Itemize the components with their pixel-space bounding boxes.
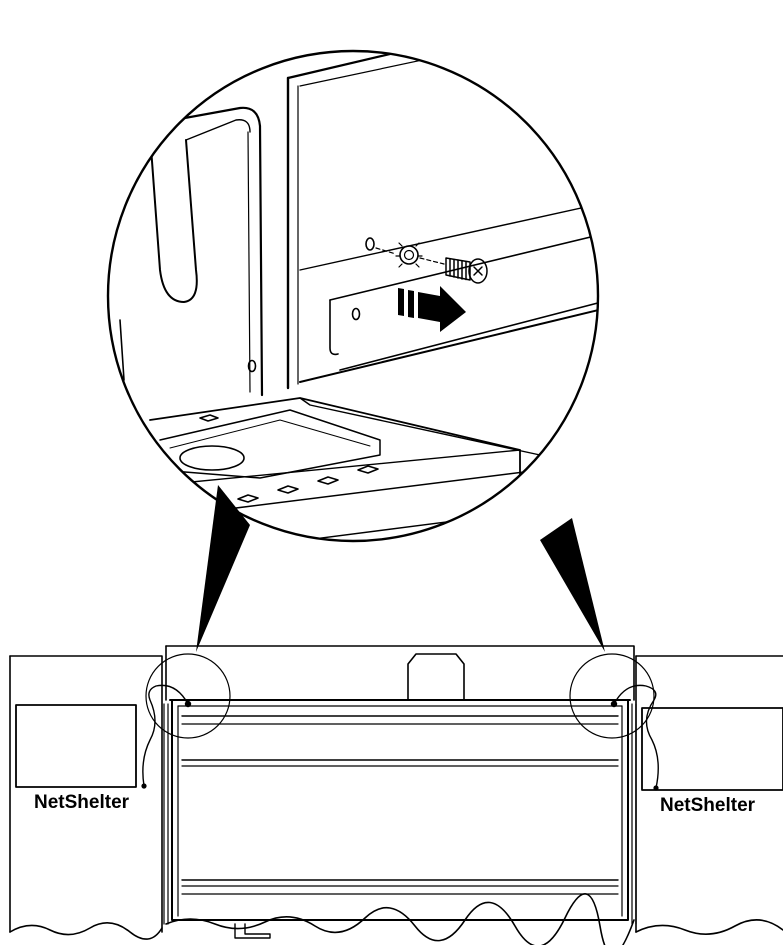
left-rack-label: NetShelter: [34, 792, 130, 813]
leader-lines: [141, 684, 659, 791]
left-rack: [9, 655, 163, 933]
right-callout-wedge: [540, 518, 605, 652]
break-line-center: [165, 893, 635, 950]
foot-bracket: [234, 923, 271, 939]
direction-arrow-icon: [398, 286, 466, 332]
left-callout-wedge: [196, 485, 250, 652]
break-line-right: [635, 919, 783, 935]
right-rack-panel: [641, 707, 783, 791]
screw-icon: [445, 257, 488, 284]
rack-assembly: [9, 645, 783, 950]
magnified-detail: [119, 51, 598, 541]
right-rack-label: NetShelter: [660, 795, 756, 816]
break-line-left: [9, 922, 163, 940]
left-rack-panel: [15, 704, 137, 788]
magnified-circle: [106, 49, 600, 543]
top-handle: [407, 653, 465, 701]
left-detail-circle: [145, 653, 231, 739]
star-washer-icon: [399, 245, 419, 265]
screw-assembly: [375, 242, 488, 332]
right-detail-circle: [569, 653, 655, 739]
